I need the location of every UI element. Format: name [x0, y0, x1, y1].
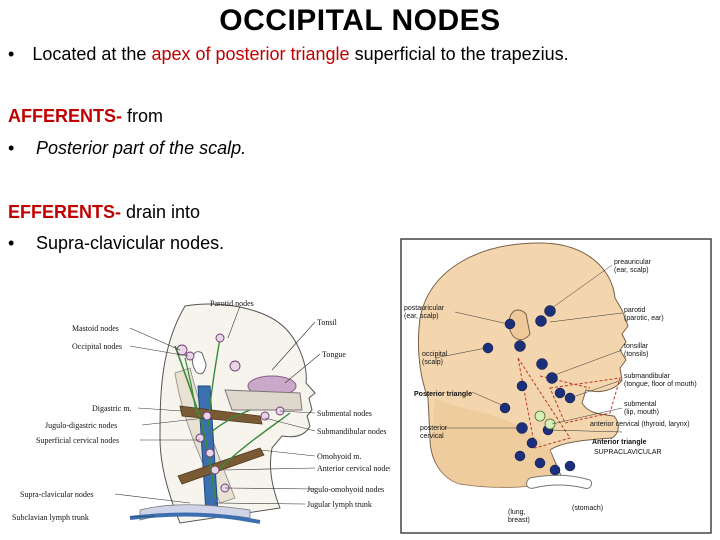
label-anterior-triangle: Anterior triangle [592, 439, 647, 446]
label-mastoid-nodes: Mastoid nodes [72, 324, 119, 333]
label-preauricular: preauricular [614, 259, 652, 266]
afferents-label: AFFERENTS- [8, 106, 122, 126]
bullet-marker: • [8, 138, 15, 158]
location-bullet: • Located at the apex of posterior trian… [8, 44, 569, 65]
label-omohyoid: Omohyoid m. [317, 452, 361, 461]
label-postauricular: postauricular [404, 305, 445, 312]
efferents-heading: EFFERENTS- drain into [8, 202, 200, 223]
label-submandibular: submandibular [624, 373, 671, 380]
afferents-item: • Posterior part of the scalp. [8, 138, 246, 159]
label-submandibular: Submandibular nodes [317, 427, 387, 436]
label-digastric: Digastric m. [92, 404, 132, 413]
label-parotid-nodes: Parotid nodes [210, 299, 254, 308]
location-highlight: apex of posterior triangle [151, 44, 350, 64]
label-posterior-triangle: Posterior triangle [414, 391, 472, 398]
label-superficial-cervical: Superficial cervical nodes [36, 436, 119, 445]
label-jugulo-omohyoid: Jugulo-omohyoid nodes [307, 485, 384, 494]
bullet-marker: • [8, 44, 15, 64]
label-submental: Submental nodes [317, 409, 372, 418]
label-tonsillar-sub: (tonsils) [624, 351, 649, 358]
label-anterior-cervical: Anterior cervical nodes [317, 464, 390, 473]
label-occipital-nodes: Occipital nodes [72, 342, 122, 351]
label-parotid-sub: (parotic, ear) [624, 315, 664, 322]
slide-title: OCCIPITAL NODES [219, 4, 501, 37]
label-preauricular-sub: (ear, scalp) [614, 267, 649, 274]
label-supra-clavicular: Supra-clavicular nodes [20, 490, 94, 499]
label-submandibular-sub: (tongue, floor of mouth) [624, 381, 697, 388]
label-posterior-cervical: posterior [420, 425, 448, 432]
efferents-label: EFFERENTS- [8, 202, 122, 222]
label-lung: (lung, [508, 509, 526, 516]
label-anterior-cervical: anterior cervical (thyroid, larynx) [590, 421, 690, 428]
label-tongue: Tongue [322, 350, 346, 359]
efferents-rest: drain into [121, 202, 201, 222]
label-tonsillar: tonsillar [624, 343, 649, 350]
label-submental-sub: (lip, mouth) [624, 409, 659, 416]
label-parotid: parotid [624, 307, 646, 314]
label-occipital-sub: (scalp) [422, 359, 443, 366]
afferents-heading: AFFERENTS- from [8, 106, 163, 127]
label-tonsil: Tonsil [317, 318, 338, 327]
label-supraclavicular: SUPRACLAVICULAR [594, 449, 662, 456]
location-suffix: superficial to the trapezius. [349, 44, 569, 64]
location-prefix: Located at the [32, 44, 152, 64]
efferents-item-text: Supra-clavicular nodes. [36, 233, 225, 253]
label-jugulo-digastric: Jugulo-digastric nodes [45, 421, 117, 430]
label-posterior-cervical-sub: cervical [420, 433, 444, 440]
label-subclavian-trunk: Subclavian lymph trunk [12, 513, 89, 522]
label-postauricular-sub: (ear, scalp) [404, 313, 439, 320]
afferents-item-text: Posterior part of the scalp. [36, 138, 247, 158]
label-stomach: (stomach) [572, 505, 603, 512]
neck-lymph-diagram: Parotid nodes Mastoid nodes Occipital no… [10, 298, 390, 528]
afferents-rest: from [122, 106, 164, 126]
label-lung-sub: breast) [508, 517, 530, 524]
label-occipital: occipital [422, 351, 448, 358]
label-submental: submental [624, 401, 657, 408]
label-jugular-trunk: Jugular lymph trunk [307, 500, 372, 509]
head-lymph-regions-diagram: preauricular (ear, scalp) postauricular … [400, 238, 712, 534]
bullet-marker: • [8, 233, 15, 253]
efferents-item: • Supra-clavicular nodes. [8, 233, 224, 254]
